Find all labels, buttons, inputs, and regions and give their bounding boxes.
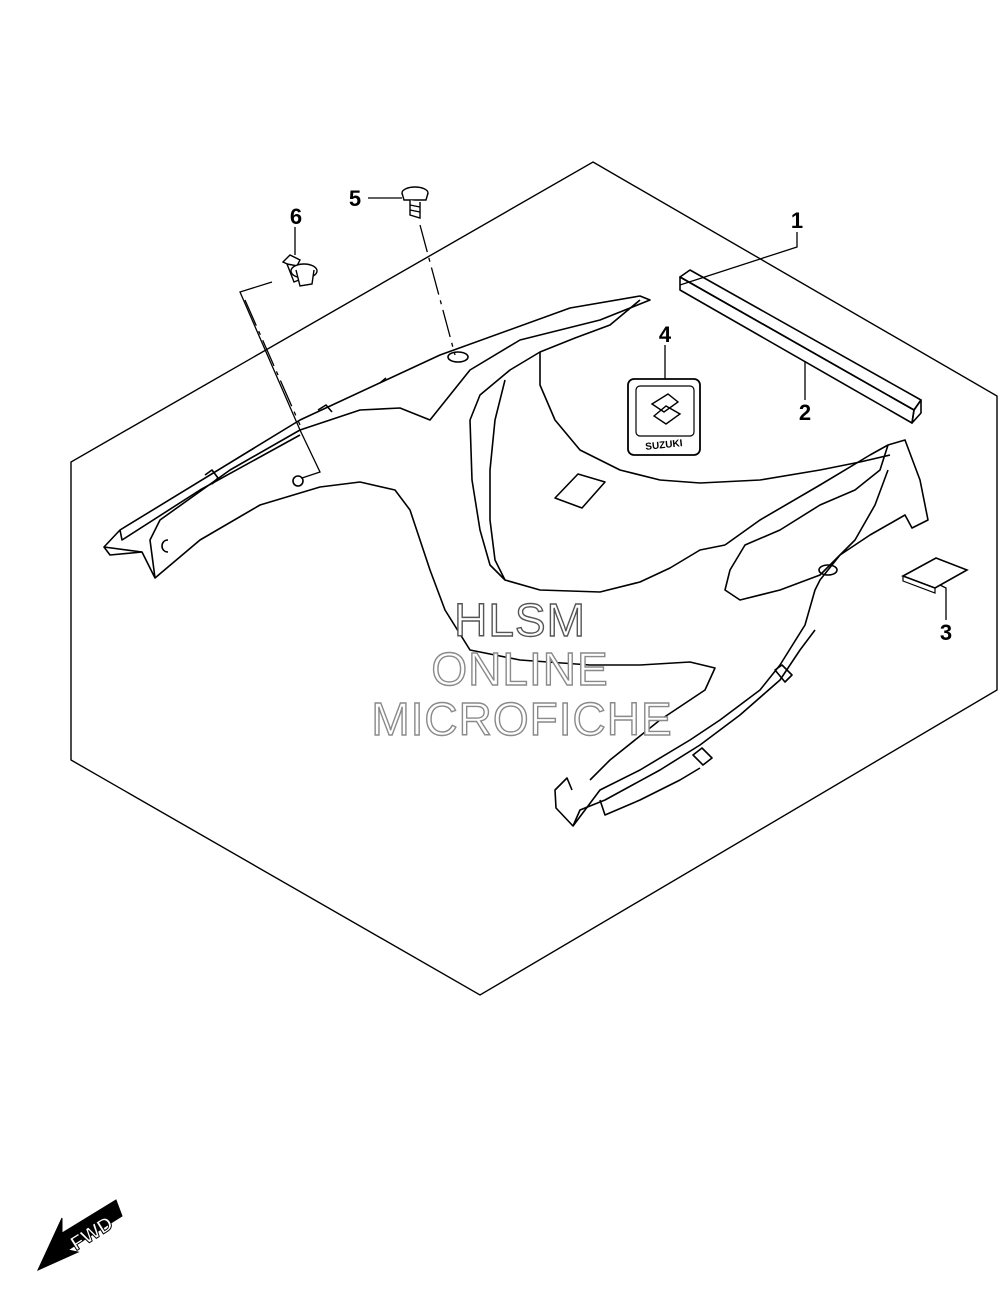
watermark-line-2: ONLINE xyxy=(431,643,608,695)
screw-part xyxy=(401,186,429,219)
pad-part xyxy=(901,557,969,589)
pad-part-edge xyxy=(902,575,936,594)
watermark-line-1: HLSM xyxy=(454,594,586,646)
callout-5: 5 xyxy=(349,186,361,211)
callout-1: 1 xyxy=(791,208,803,233)
tail-cover-part xyxy=(103,295,929,827)
callout-6: 6 xyxy=(290,204,302,229)
assembly-boundary xyxy=(70,161,998,996)
emblem-text: SUZUKI xyxy=(645,438,683,453)
clip-part xyxy=(281,254,318,287)
callout-4: 4 xyxy=(659,322,672,347)
leader-lines xyxy=(239,197,947,620)
emblem-part: SUZUKI xyxy=(627,378,701,456)
rubber-strip-part xyxy=(679,269,922,424)
assembly-dash-lines xyxy=(244,224,456,426)
callout-2: 2 xyxy=(799,400,811,425)
fwd-arrow-icon: FWD xyxy=(36,1199,123,1272)
callout-3: 3 xyxy=(940,620,952,645)
watermark-line-3: MICROFICHE xyxy=(371,693,672,745)
